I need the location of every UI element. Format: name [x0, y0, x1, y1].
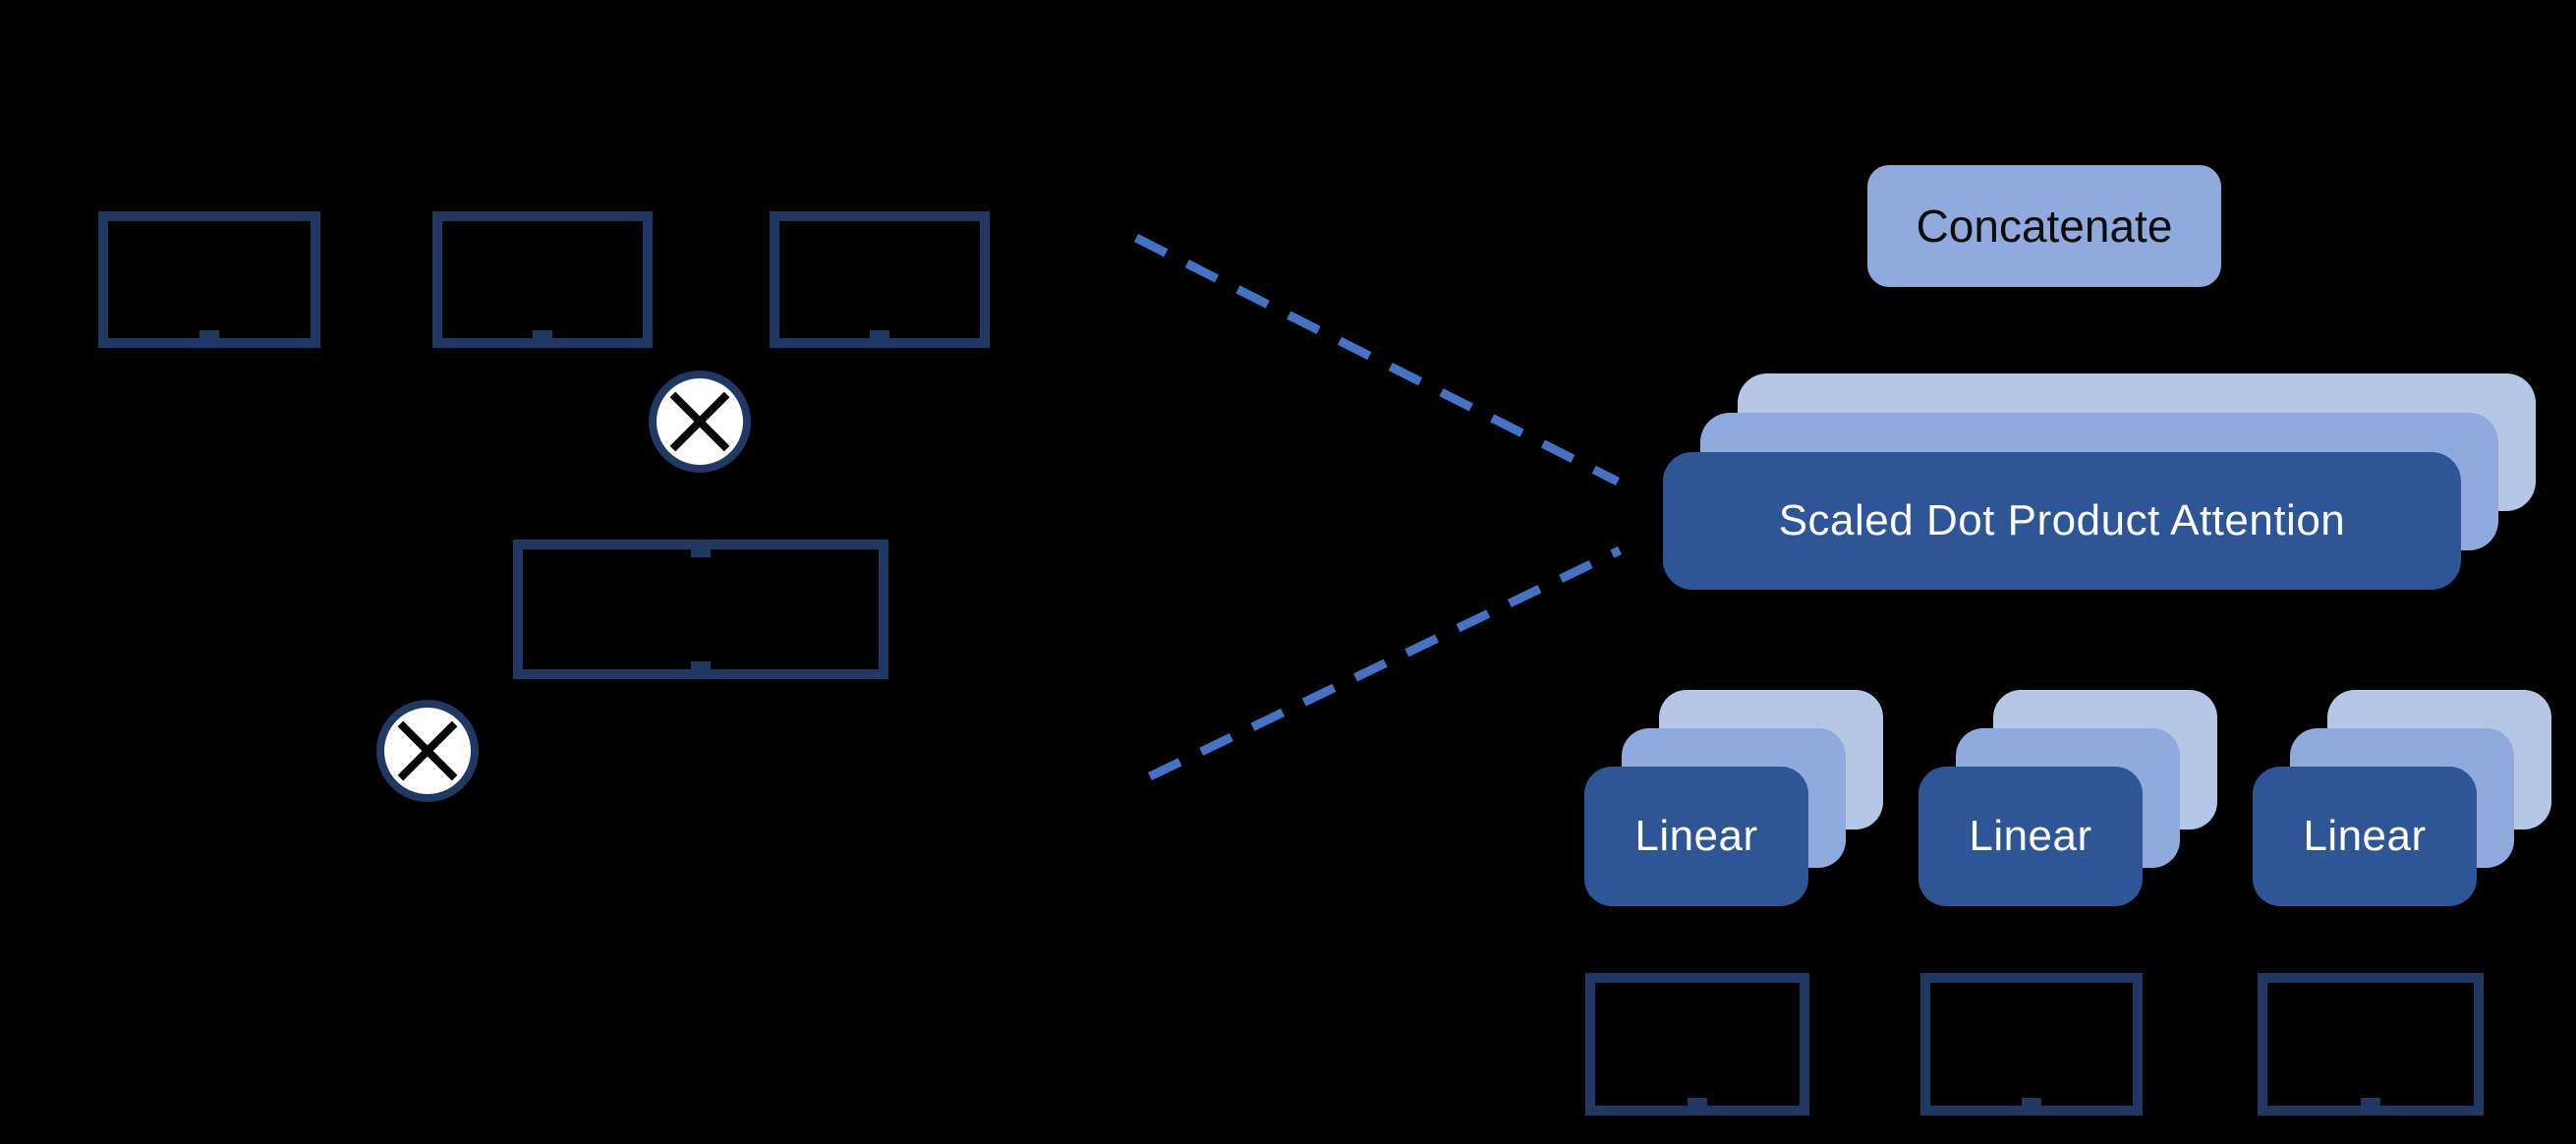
connector-stub	[2022, 1098, 2041, 1114]
connector-stub	[2361, 1098, 2380, 1114]
input-box-2	[1920, 973, 2143, 1115]
concatenate-label: Concatenate	[1916, 200, 2173, 252]
multiply-circle-icon	[376, 700, 479, 802]
matrix-box-2	[432, 211, 653, 348]
connector-stub	[533, 330, 552, 346]
attention-label: Scaled Dot Product Attention	[1778, 496, 2346, 544]
attention-card-front: Scaled Dot Product Attention	[1663, 452, 2461, 590]
connector-stub	[691, 661, 711, 677]
matrix-box-1	[98, 211, 320, 348]
dashed-line-upper	[1133, 233, 1621, 486]
linear-label: Linear	[2303, 812, 2427, 860]
linear-label: Linear	[1634, 812, 1758, 860]
linear-stack-2: Linear	[1918, 767, 2143, 906]
input-box-3	[2258, 973, 2484, 1115]
linear-stack-3: Linear	[2253, 767, 2477, 906]
multiply-circle-icon	[649, 371, 751, 473]
result-box	[513, 540, 888, 679]
connector-stub	[691, 542, 711, 557]
connector-stub	[200, 330, 219, 346]
linear-stack-1: Linear	[1584, 767, 1808, 906]
concatenate-box: Concatenate	[1867, 165, 2221, 287]
matrix-box-3	[770, 211, 990, 348]
input-box-1	[1585, 973, 1809, 1115]
linear-label: Linear	[1969, 812, 2092, 860]
connector-stub	[1688, 1098, 1707, 1114]
connector-stub	[870, 330, 889, 346]
dashed-line-lower	[1148, 545, 1622, 781]
